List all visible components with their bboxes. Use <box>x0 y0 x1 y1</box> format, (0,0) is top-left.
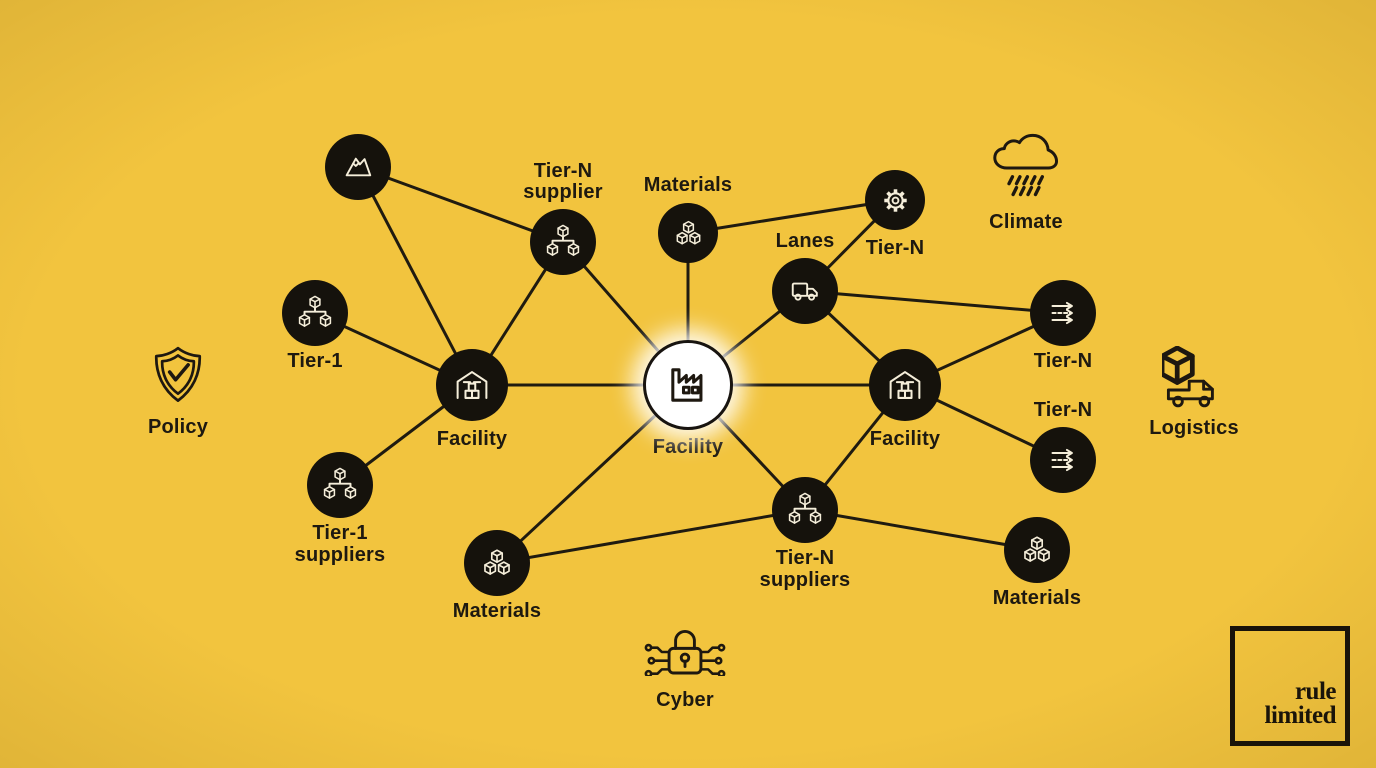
node-label: Facility <box>652 436 724 458</box>
node-label: Facility <box>436 428 508 450</box>
node-label: Materials <box>643 174 733 197</box>
rain-cloud-icon <box>993 133 1059 197</box>
node-circle <box>307 452 373 518</box>
node-label: Lanes <box>775 230 835 253</box>
node-circle <box>772 258 838 324</box>
brand-line-1: rule <box>1294 678 1337 705</box>
node-label: Materials <box>452 600 542 622</box>
node-circle <box>658 203 718 263</box>
warehouse-icon <box>456 371 488 399</box>
node-circle <box>869 349 941 421</box>
brand-wordmark: rule limited <box>1264 678 1337 729</box>
materials-cubes-icon <box>476 542 518 584</box>
brand-logo: rule limited <box>1230 626 1350 746</box>
brand-line-2: limited <box>1264 701 1337 729</box>
node-label: Materials <box>992 587 1082 609</box>
node-circle <box>530 209 596 275</box>
node-circle <box>865 170 925 230</box>
node-label: Tier-1 <box>287 350 343 372</box>
node-circle <box>772 477 838 543</box>
hierarchy-icon <box>542 221 584 263</box>
hierarchy-icon <box>784 489 826 531</box>
context-label: Policy <box>147 416 209 438</box>
shield-check-icon <box>147 344 209 406</box>
arrows-right-icon <box>1051 448 1073 472</box>
gear-icon <box>881 187 909 213</box>
node-circle-highlighted <box>643 340 733 430</box>
node-circle <box>464 530 530 596</box>
factory-icon <box>671 368 703 402</box>
box-truck-icon <box>1162 346 1226 410</box>
arrows-right-icon <box>1051 301 1073 325</box>
context-label: Logistics <box>1149 417 1239 439</box>
mine-mountain-icon <box>345 157 372 177</box>
node-label: Facility <box>869 428 941 450</box>
node-label: Tier-N supplier <box>523 159 603 204</box>
node-label: Tier-N suppliers <box>759 547 851 591</box>
node-label: Tier-N <box>1033 350 1093 372</box>
node-circle <box>282 280 348 346</box>
context-label: Climate <box>989 211 1063 233</box>
node-label: Tier-1 suppliers <box>294 522 386 566</box>
materials-cubes-icon <box>1016 529 1058 571</box>
materials-cubes-icon <box>669 214 708 253</box>
hierarchy-icon <box>294 292 336 334</box>
node-circle <box>1030 427 1096 493</box>
lock-circuit-icon <box>644 629 726 676</box>
node-label: Tier-N <box>865 237 925 259</box>
node-circle <box>325 134 391 200</box>
hierarchy-icon <box>319 464 361 506</box>
warehouse-icon <box>889 371 921 399</box>
node-circle <box>1030 280 1096 346</box>
context-label: Cyber <box>656 689 714 711</box>
node-circle <box>436 349 508 421</box>
truck-icon <box>791 282 818 301</box>
node-circle <box>1004 517 1070 583</box>
node-label: Tier-N <box>1033 399 1093 422</box>
